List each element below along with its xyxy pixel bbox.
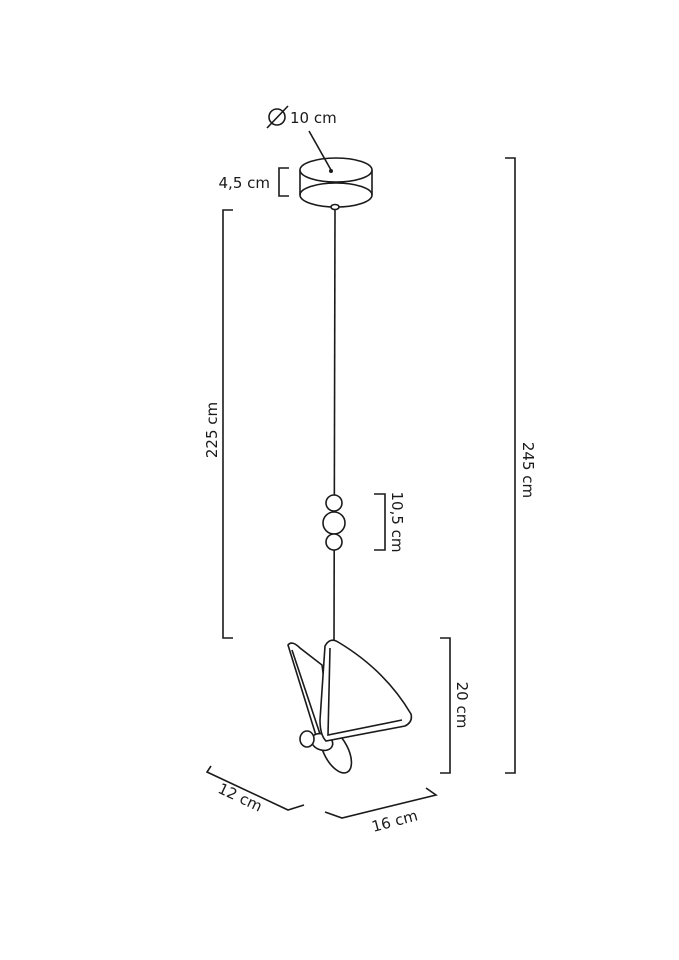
cable (333, 208, 336, 641)
label-beads-height: 10,5 cm (388, 491, 406, 552)
ceiling-canopy (299, 157, 373, 211)
beads (322, 494, 346, 551)
label-canopy-diameter: 10 cm (290, 109, 337, 127)
label-shade-width: 16 cm (370, 806, 420, 835)
dim-shade-depth: 12 cm (205, 765, 305, 815)
label-shade-depth: 12 cm (215, 779, 265, 815)
label-total-height: 245 cm (519, 442, 537, 498)
label-cable-length: 225 cm (203, 402, 221, 458)
dim-shade-width: 16 cm (324, 787, 438, 836)
dim-beads-height: 10,5 cm (374, 491, 406, 553)
dim-canopy-height: 4,5 cm (219, 167, 289, 197)
dim-cable-length: 225 cm (203, 209, 233, 639)
label-canopy-height: 4,5 cm (219, 174, 270, 192)
label-shade-height: 20 cm (453, 682, 471, 729)
dim-shade-height: 20 cm (440, 637, 471, 774)
butterfly-shade (287, 639, 413, 774)
dim-diameter: 10 cm (266, 105, 337, 173)
dim-total-height: 245 cm (505, 157, 537, 774)
